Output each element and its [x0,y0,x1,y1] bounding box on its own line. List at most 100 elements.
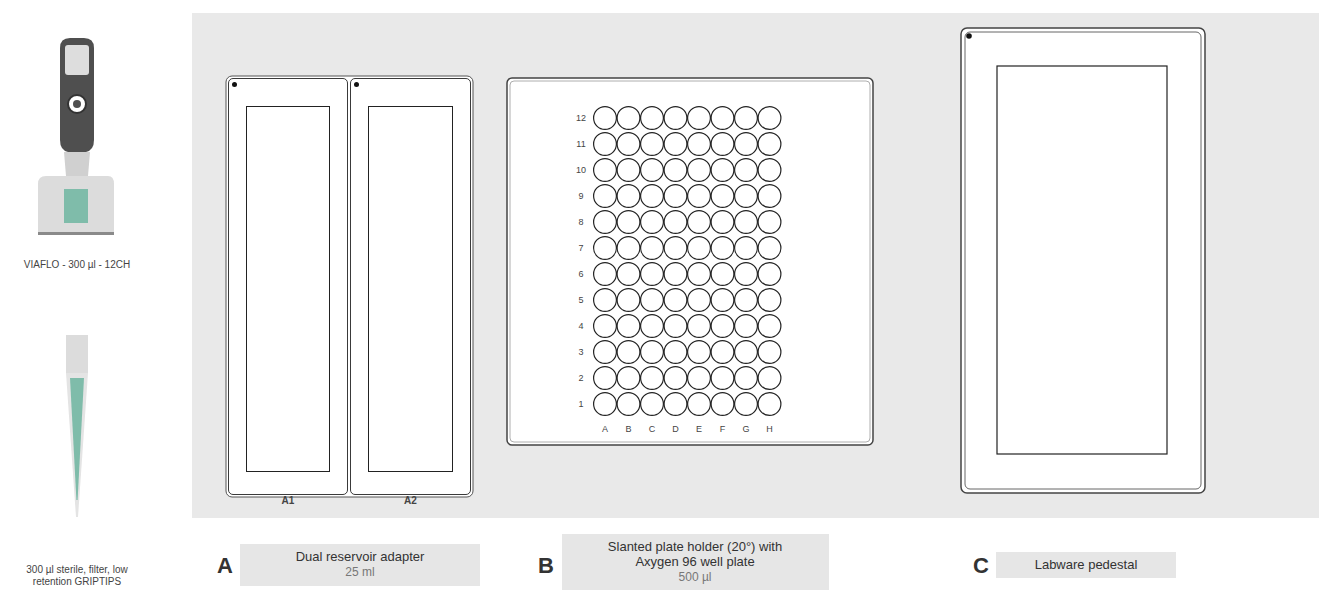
row-number: 3 [578,347,583,358]
corner-dot [232,82,237,87]
tool-label: VIAFLO - 300 µl - 12CH [24,259,130,271]
well [711,185,734,208]
well [735,185,758,208]
row-number: 8 [578,217,583,228]
well [641,133,664,156]
well [711,159,734,182]
well [735,315,758,338]
well [688,237,711,260]
column-letter: E [696,424,702,435]
well [688,367,711,390]
well [688,133,711,156]
plate-holder [507,78,873,445]
well [711,289,734,312]
caption-box: Dual reservoir adapter25 ml [240,544,480,585]
callout-letter: A [217,553,233,579]
well [758,185,781,208]
corner-dot [966,33,972,39]
well [735,263,758,286]
well [664,237,687,260]
well [641,263,664,286]
column-letter: H [766,424,773,435]
well [617,133,640,156]
well [617,341,640,364]
well [688,159,711,182]
well [758,289,781,312]
column-letter: G [742,424,749,435]
well [664,211,687,234]
well [594,367,617,390]
well [758,341,781,364]
position-label: A1 [229,495,347,506]
well [735,159,758,182]
row-number: 9 [578,191,583,202]
well [641,107,664,130]
row-number: 10 [576,165,586,176]
well [711,393,734,416]
column-letter: F [720,424,726,435]
well [664,185,687,208]
well [594,211,617,234]
well [641,159,664,182]
well [594,315,617,338]
tool-label: 300 µl sterile, filter, low retention GR… [15,564,140,588]
well [758,133,781,156]
well [594,107,617,130]
well [688,107,711,130]
row-number: 1 [578,399,583,410]
well [735,341,758,364]
well [688,289,711,312]
pedestal-rim [965,32,1201,489]
position-label: A2 [351,495,470,506]
well [688,315,711,338]
well [594,393,617,416]
well [688,393,711,416]
well [594,263,617,286]
well [735,367,758,390]
well [594,159,617,182]
well [758,367,781,390]
caption-volume: 25 ml [345,565,374,581]
labware-pedestal [961,28,1205,493]
well [664,159,687,182]
row-number: 2 [578,373,583,384]
well [735,107,758,130]
callout-letter: C [973,553,989,579]
well [664,341,687,364]
well [711,211,734,234]
reservoir-well [368,106,453,472]
well [735,393,758,416]
adapter-base [226,76,473,497]
deck-panel [192,13,1319,518]
well [664,315,687,338]
well [641,393,664,416]
reservoir-slot: A1 [228,78,348,495]
well [641,289,664,312]
well [617,263,640,286]
tip-illustration [66,335,88,517]
well [594,133,617,156]
caption-title: Slanted plate holder (20°) with Axygen 9… [600,539,790,570]
well [711,315,734,338]
well [664,289,687,312]
well [711,107,734,130]
row-number: 4 [578,321,583,332]
caption-title: Labware pedestal [1035,557,1138,573]
column-letter: A [602,424,608,435]
well [711,237,734,260]
corner-dot [354,82,359,87]
callout-letter: B [538,553,554,579]
well [617,107,640,130]
well [641,315,664,338]
reservoir-slot: A2 [350,78,471,495]
well [758,263,781,286]
well [664,133,687,156]
row-number: 12 [576,113,586,124]
well [688,211,711,234]
well [594,289,617,312]
well [758,237,781,260]
well [688,263,711,286]
well [641,211,664,234]
caption-title: Dual reservoir adapter [296,549,425,565]
